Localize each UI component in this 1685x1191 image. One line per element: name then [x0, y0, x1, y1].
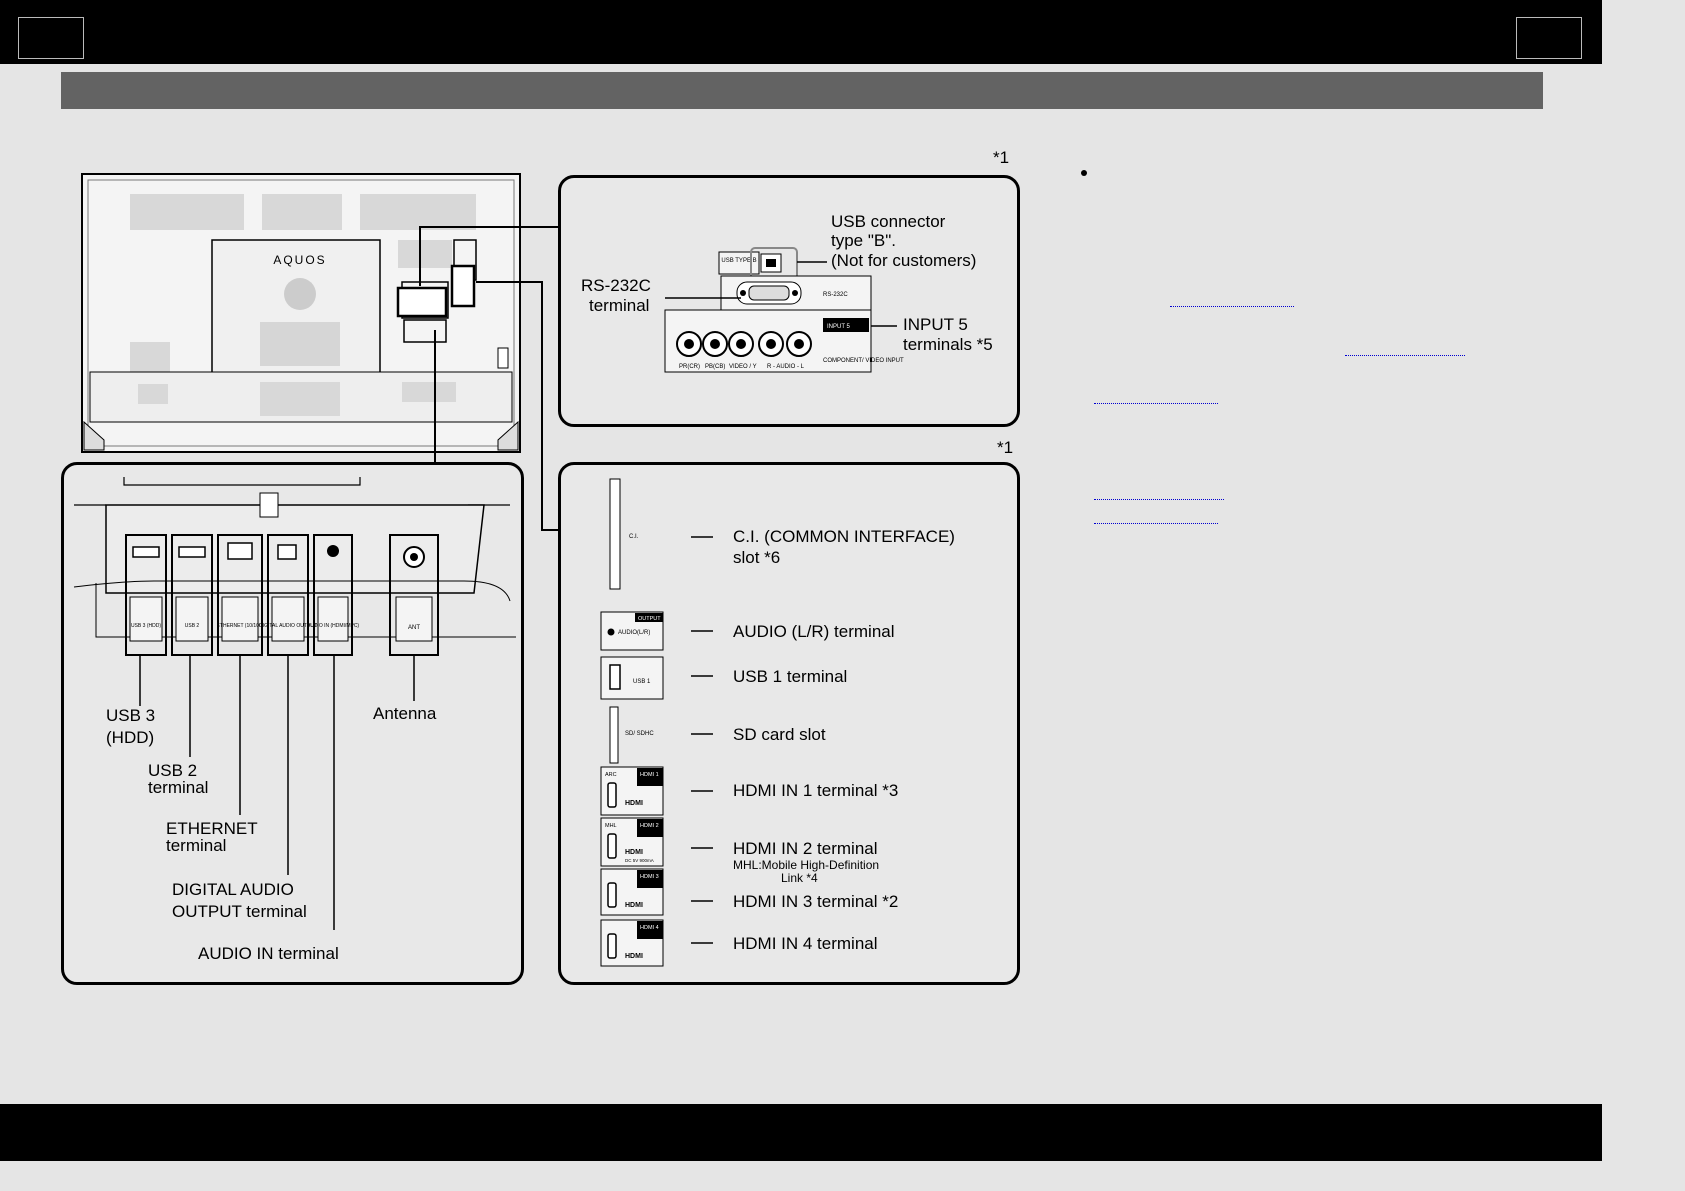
- ethernet-port-text: ETHERNET (10/100): [217, 623, 264, 629]
- sd-label: SD card slot: [733, 725, 826, 744]
- mhl-label-2: Link *4: [781, 871, 818, 885]
- side-slot-illustration: C.I. OUTPUT AUDIO(L/R) USB 1 SD/ SDHC HD…: [600, 478, 713, 967]
- side-terminal-panel: USB TYPE B RS-232C INPUT 5 PR(CR) PB(CB)…: [558, 175, 1020, 427]
- ci-port-text: C.I.: [629, 534, 639, 540]
- page-link-4[interactable]: [1094, 499, 1224, 500]
- component-text: COMPONENT/ VIDEO INPUT: [823, 358, 904, 364]
- sd-port-text: SD/ SDHC: [625, 731, 654, 737]
- ci-label-1: C.I. (COMMON INTERFACE): [733, 527, 955, 546]
- pr-text: PR(CR): [679, 364, 700, 370]
- bottom-bar: [0, 1104, 1602, 1161]
- input5-panel-text: INPUT 5: [827, 324, 851, 330]
- usb-b-label-3: (Not for customers): [831, 251, 977, 270]
- usb2-label-2: terminal: [148, 778, 209, 797]
- page-link-2[interactable]: [1345, 355, 1465, 356]
- ant-port-text: ANT: [408, 625, 420, 631]
- bullet-point: [1081, 170, 1087, 176]
- audio-lr-port-text: AUDIO(L/R): [618, 630, 650, 636]
- digital-audio-label-1: DIGITAL AUDIO: [172, 880, 294, 899]
- usb2-port-text: USB 2: [185, 623, 200, 629]
- ci-label-2: slot *6: [733, 548, 781, 567]
- page-link-1[interactable]: [1170, 306, 1294, 307]
- usb3-port-text: USB 3 (HDD): [131, 623, 161, 629]
- side-slot-panel: C.I. OUTPUT AUDIO(L/R) USB 1 SD/ SDHC HD…: [558, 462, 1020, 985]
- hdmi3-label: HDMI IN 3 terminal *2: [733, 892, 899, 911]
- page-link-5[interactable]: [1094, 523, 1218, 524]
- audio-in-port-text: AUDIO IN (HDMI/MPC): [307, 623, 360, 629]
- usb-b-label-1: USB connector: [831, 212, 946, 231]
- hdmi3-logo: HDMI: [625, 902, 643, 909]
- rear-terminal-panel: USB 3 (HDD) USB 2 ETHERNET (10/100) DIGI…: [61, 462, 524, 985]
- footnote-right: *1: [997, 438, 1014, 457]
- prev-page-button[interactable]: [18, 17, 84, 59]
- usb-type-b-text: USB TYPE B: [721, 258, 756, 264]
- rs232c-label-2: terminal: [589, 296, 650, 315]
- digital-port-text: DIGITAL AUDIO OUTPUT: [259, 623, 317, 629]
- hdmi1-logo: HDMI: [625, 800, 643, 807]
- mhl-text: MHL: [605, 823, 617, 829]
- top-bar: [0, 0, 1602, 64]
- hdmi1-label: HDMI IN 1 terminal *3: [733, 781, 899, 800]
- rs232c-panel-text: RS-232C: [823, 292, 848, 298]
- hdmi3-port-text: HDMI 3: [640, 874, 659, 880]
- tv-logo: AQUOS: [273, 253, 326, 267]
- hdmi4-logo: HDMI: [625, 953, 643, 960]
- antenna-label: Antenna: [373, 704, 437, 723]
- audio-in-label: AUDIO IN terminal: [198, 944, 339, 963]
- usb1-port-text: USB 1: [633, 679, 651, 685]
- input5-label-2: terminals *5: [903, 335, 993, 354]
- mhl-label-1: MHL:Mobile High-Definition: [733, 858, 880, 872]
- usb2-label-1: USB 2: [148, 761, 198, 780]
- hdmi2-logo: HDMI: [625, 849, 643, 856]
- input5-label-1: INPUT 5: [903, 315, 968, 334]
- page-link-3[interactable]: [1094, 403, 1218, 404]
- footnote-top: *1: [993, 148, 1010, 167]
- usb1-label: USB 1 terminal: [733, 667, 848, 686]
- hdmi4-port-text: HDMI 4: [640, 925, 659, 931]
- usb-b-label-2: type "B".: [831, 231, 896, 250]
- hdmi1-port-text: HDMI 1: [640, 772, 659, 778]
- digital-audio-label-2: OUTPUT terminal: [172, 902, 307, 921]
- output-text: OUTPUT: [638, 616, 661, 622]
- ethernet-label-2: terminal: [166, 836, 227, 855]
- side-terminal-illustration: USB TYPE B RS-232C INPUT 5 PR(CR) PB(CB)…: [664, 247, 904, 373]
- audio-lr-label: AUDIO (L/R) terminal: [733, 622, 895, 641]
- rs232c-label-1: RS-232C: [581, 276, 651, 295]
- usb3-label-2: (HDD): [106, 728, 155, 747]
- arc-text: ARC: [605, 772, 617, 778]
- usb3-label-1: USB 3: [106, 706, 156, 725]
- video-y-text: VIDEO / Y: [729, 364, 757, 370]
- ethernet-label-1: ETHERNET: [166, 819, 258, 838]
- pb-text: PB(CB): [705, 364, 725, 370]
- next-page-button[interactable]: [1516, 17, 1582, 59]
- dc5v-text: DC 5V 900mA: [625, 858, 654, 863]
- hdmi4-label: HDMI IN 4 terminal: [733, 934, 878, 953]
- hdmi2-port-text: HDMI 2: [640, 823, 659, 829]
- tv-rear-view: AQUOS: [81, 173, 521, 453]
- audio-text: R - AUDIO - L: [767, 364, 805, 370]
- rear-terminal-illustration: USB 3 (HDD) USB 2 ETHERNET (10/100) DIGI…: [73, 477, 516, 930]
- hdmi2-label: HDMI IN 2 terminal: [733, 839, 878, 858]
- page-title-bar: [61, 72, 1543, 109]
